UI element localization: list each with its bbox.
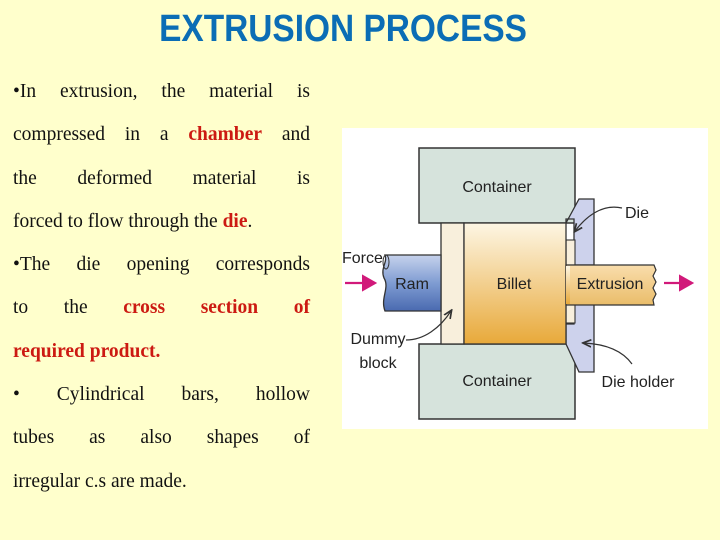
text-run: . <box>247 210 253 232</box>
container-top <box>418 147 576 224</box>
text-run: irregular c.s are made. <box>13 470 187 492</box>
label-billet: Billet <box>497 276 532 293</box>
text-line: irregular c.s are made. <box>13 460 310 503</box>
label-die: Die <box>625 205 649 222</box>
billet <box>463 222 567 345</box>
ram <box>382 254 442 312</box>
text-run: •In extrusion, the material is <box>13 81 310 102</box>
text-run: tubes as also shapes of <box>13 427 310 449</box>
highlight-die: die <box>222 210 248 232</box>
extrusion-diagram-svg: Container Container Die Force Ram Billet… <box>342 147 695 420</box>
text-run: • Cylindrical bars, hollow <box>13 384 310 406</box>
label-force: Force <box>342 250 383 267</box>
label-container-top: Container <box>462 179 532 196</box>
text-run: •The die opening corresponds <box>13 254 310 276</box>
text-run: to the <box>13 297 124 319</box>
extrusion-product <box>565 264 657 306</box>
label-extrusion: Extrusion <box>577 276 644 293</box>
slide-title-text: EXTRUSION PROCESS <box>159 8 527 50</box>
die-holder-leader-arrow-icon <box>584 343 633 365</box>
dummy-block-leader-arrow-icon <box>405 311 451 341</box>
text-run: compressed in a <box>13 124 189 146</box>
highlight-chamber: chamber <box>188 124 263 146</box>
text-line: tubes as also shapes of <box>13 416 310 459</box>
die-leader-arrow-icon <box>575 206 623 231</box>
text-line: to the cross section of <box>13 286 310 329</box>
text-run: the deformed material is <box>13 167 310 189</box>
dummy-block <box>440 222 465 345</box>
text-run: required product. <box>13 340 161 362</box>
text-run: forced to flow through the <box>13 210 223 232</box>
container-bottom <box>418 343 576 420</box>
label-dummy: Dummy <box>350 331 405 348</box>
label-block: block <box>359 355 397 372</box>
slide-title: EXTRUSION PROCESS <box>0 8 703 51</box>
text-line: the deformed material is <box>13 157 310 200</box>
label-die-holder: Die holder <box>602 374 676 391</box>
text-line: forced to flow through the die. <box>13 200 310 243</box>
bullet-text-column: •In extrusion, the material is compresse… <box>13 70 310 503</box>
text-line: • Cylindrical bars, hollow <box>13 373 310 416</box>
text-line: •The die opening corresponds <box>13 243 310 286</box>
label-container-bottom: Container <box>462 373 532 390</box>
text-line: •In extrusion, the material is <box>13 70 310 113</box>
text-line: compressed in a chamber and <box>13 113 310 156</box>
extrusion-diagram: Container Container Die Force Ram Billet… <box>342 128 708 429</box>
text-run: and <box>262 124 310 146</box>
highlight-cross-section: cross section of <box>123 297 310 319</box>
label-ram: Ram <box>395 276 429 293</box>
highlight-required-product: required product. <box>13 330 310 373</box>
